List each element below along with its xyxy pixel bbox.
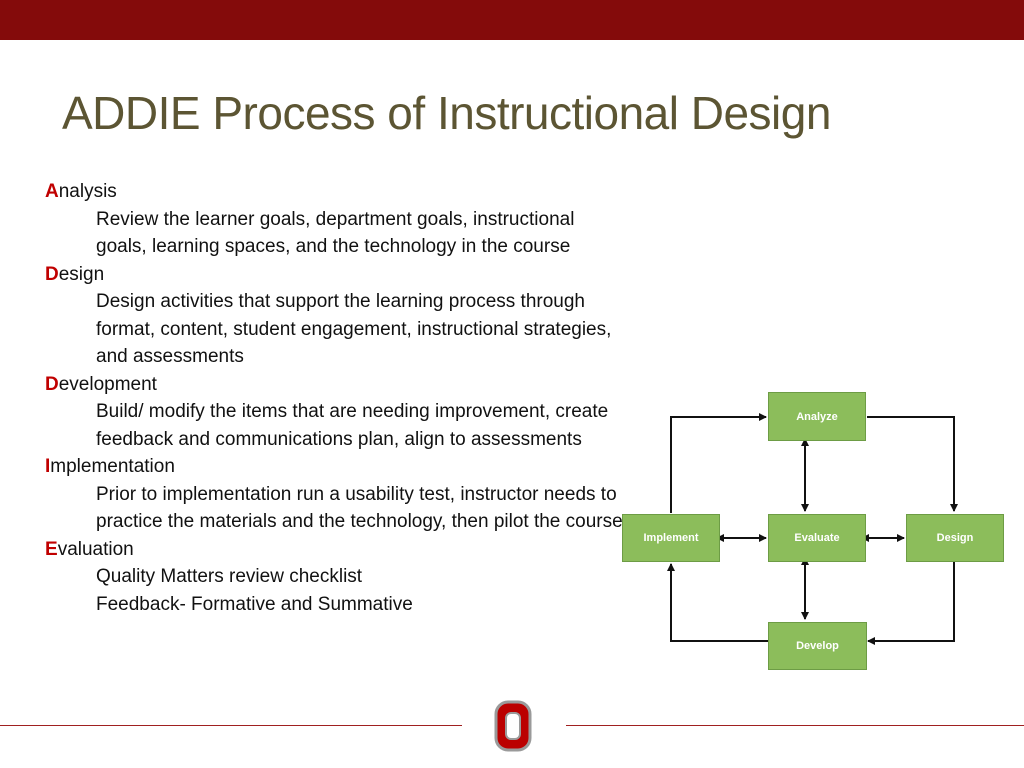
phase-letter: D xyxy=(45,373,59,395)
phase-description-secondary: Feedback- Formative and Summative xyxy=(96,593,413,615)
phase-letter: E xyxy=(45,538,58,560)
arrow-develop-to-implement xyxy=(667,563,769,642)
phase-letter: I xyxy=(45,456,51,477)
phase-description: Quality Matters review checklist xyxy=(96,566,363,587)
footer-rule-right xyxy=(566,725,1024,726)
develop-box: Develop xyxy=(768,622,867,670)
phase-letter: D xyxy=(45,263,59,285)
header-bar xyxy=(0,0,1024,40)
phase-name: mplementation xyxy=(50,456,175,477)
phase-name: nalysis xyxy=(58,181,117,202)
phase-description: Build/ modify the items that are needing… xyxy=(96,401,609,450)
phase-name: valuation xyxy=(57,538,134,560)
arrow-design-to-develop xyxy=(867,562,955,645)
block-o-icon xyxy=(494,700,532,752)
addie-cycle-diagram: Analyze Implement Evaluate Design Develo… xyxy=(620,388,1020,678)
diagram-connectors xyxy=(667,413,958,645)
evaluate-box: Evaluate xyxy=(768,514,866,562)
phase-description: Design activities that support the learn… xyxy=(96,291,612,367)
design-box: Design xyxy=(906,514,1004,562)
phase-design: Design Design activities that support th… xyxy=(45,261,625,371)
phase-implementation: Implementation Prior to implementation r… xyxy=(45,453,625,536)
phase-description: Prior to implementation run a usability … xyxy=(96,483,623,533)
phase-letter: A xyxy=(45,181,59,202)
phase-name: esign xyxy=(58,263,105,285)
phase-analysis: Analysis Review the learner goals, depar… xyxy=(45,178,625,261)
arrow-analyze-to-design xyxy=(867,416,958,512)
phase-name: evelopment xyxy=(58,373,157,395)
addie-phase-list: Analysis Review the learner goals, depar… xyxy=(45,178,625,618)
implement-box: Implement xyxy=(622,514,720,562)
phase-evaluation: Evaluation Quality Matters review checkl… xyxy=(45,536,625,619)
phase-development: Development Build/ modify the items that… xyxy=(45,371,625,454)
analyze-box: Analyze xyxy=(768,392,866,441)
block-o-logo xyxy=(494,700,532,757)
footer-rule-left xyxy=(0,725,462,726)
phase-description: Review the learner goals, department goa… xyxy=(96,208,575,258)
arrow-implement-to-analyze xyxy=(670,413,767,513)
slide-title: ADDIE Process of Instructional Design xyxy=(62,87,831,139)
